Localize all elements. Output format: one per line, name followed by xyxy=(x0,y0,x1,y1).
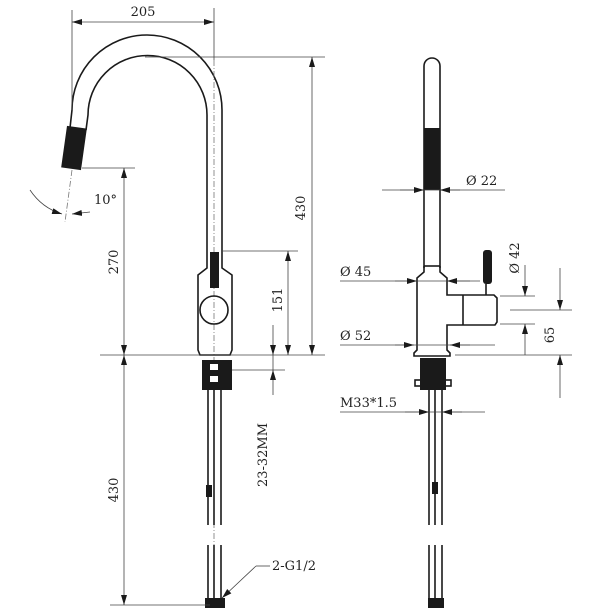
faucet-side-body xyxy=(61,34,233,608)
dimension-spout-clearance: 270 xyxy=(82,167,135,355)
dimension-handle-diameter: Ø 42 xyxy=(500,242,535,355)
front-handle-lever xyxy=(483,250,492,284)
dim-spray-angle-label: 10° xyxy=(94,193,117,208)
front-view: Ø 22 Ø 45 Ø 42 Ø 52 65 xyxy=(340,57,572,608)
dim-spout-diameter-label: Ø 22 xyxy=(466,174,497,189)
dimension-handle-height: 151 xyxy=(222,250,298,355)
faucet-front-body xyxy=(413,57,498,608)
dim-body-upper-diameter-label: Ø 45 xyxy=(340,265,371,280)
dim-total-height-label: 430 xyxy=(294,196,309,221)
dimension-reach: 205 xyxy=(71,5,215,110)
dimension-thread: M33*1.5 xyxy=(340,396,485,415)
sprayer-head xyxy=(61,125,87,171)
dimension-spout-diameter: Ø 22 xyxy=(382,174,505,193)
dimension-base-diameter: Ø 52 xyxy=(340,329,495,348)
dimension-total-height: 430 xyxy=(100,56,325,356)
connector-callout: 2-G1/2 xyxy=(221,559,316,599)
spout-grip xyxy=(424,128,440,190)
dim-hose-length-label: 430 xyxy=(107,478,122,503)
front-mounting-nut xyxy=(420,358,446,390)
handle-knob xyxy=(199,295,229,325)
dim-spout-clearance-label: 270 xyxy=(107,250,122,275)
dim-base-diameter-label: Ø 52 xyxy=(340,329,371,344)
side-view: 205 430 270 10° 151 23-32MM xyxy=(29,5,325,608)
connector-label: 2-G1/2 xyxy=(272,559,316,574)
dim-handle-diameter-label: Ø 42 xyxy=(508,242,523,273)
dim-mount-thickness-label: 23-32MM xyxy=(256,423,271,487)
dim-thread-label: M33*1.5 xyxy=(340,396,397,411)
dim-handle-height-label: 151 xyxy=(271,288,286,313)
dimension-handle-offset: 65 xyxy=(455,268,572,398)
dimension-mount-thickness: 23-32MM xyxy=(232,325,285,487)
dimension-spray-angle: 10° xyxy=(29,189,117,216)
dimension-hose-length: 430 xyxy=(107,355,210,606)
dim-handle-offset-label: 65 xyxy=(543,327,558,344)
dim-reach-label: 205 xyxy=(131,5,156,20)
handle-lever xyxy=(210,252,219,288)
dimension-body-upper-diameter: Ø 45 xyxy=(340,265,480,284)
